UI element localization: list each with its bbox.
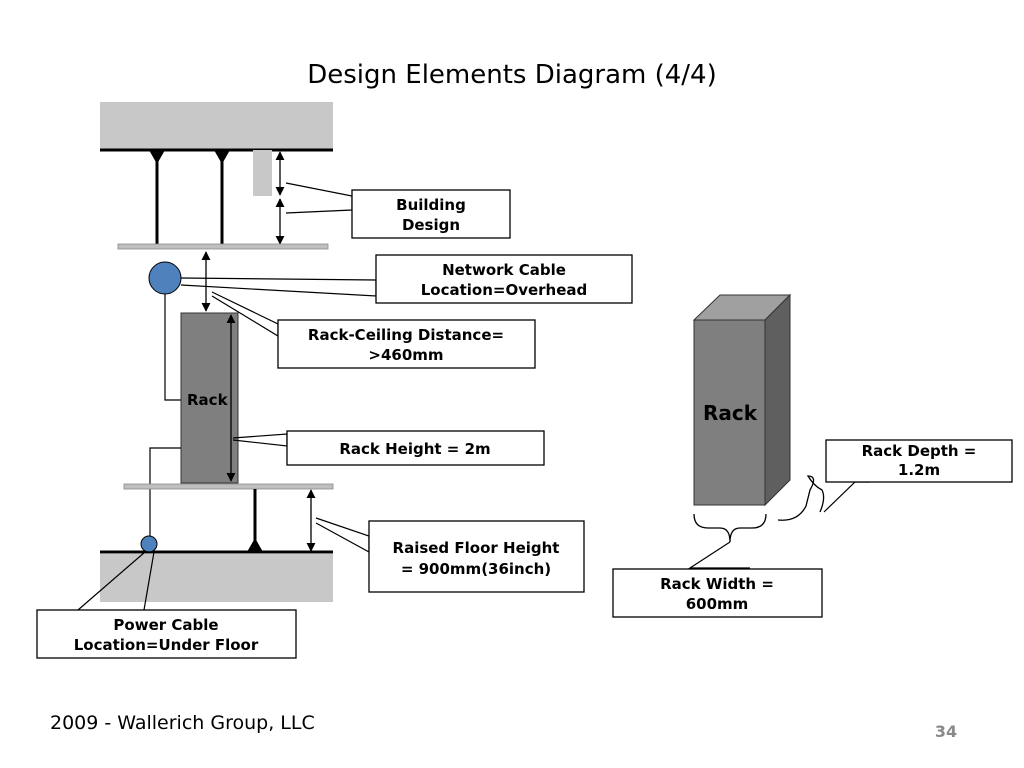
callout-building-design: Building Design [285,182,511,239]
ceiling-hangers [149,150,230,244]
rack-width-brace [693,513,767,543]
rack-3d-label: Rack [703,401,758,425]
svg-text:Building: Building [396,196,466,214]
svg-text:1.2m: 1.2m [898,461,940,479]
callout-rack-ceiling-distance: Rack-Ceiling Distance= >460mm [211,291,536,369]
callout-network-cable: Network Cable Location=Overhead [180,254,633,304]
floor-slab [100,554,333,602]
callout-power-cable: Power Cable Location=Under Floor [36,551,297,659]
ceiling-beam [253,150,272,196]
callout-rack-depth: Rack Depth = 1.2m [823,439,1013,513]
svg-text:Network Cable: Network Cable [442,261,566,279]
callout-rack-width: Rack Width = 600mm [612,541,823,618]
svg-text:Design: Design [402,216,460,234]
ceiling-slab [100,102,333,150]
callout-rack-height: Rack Height = 2m [232,430,545,466]
rack-3d: Rack [692,293,792,507]
svg-text:>460mm: >460mm [368,346,443,364]
network-cable-icon [148,261,182,295]
power-cable-line [149,447,181,540]
rack-depth-brace [777,475,825,521]
svg-text:Rack Depth =: Rack Depth = [862,442,977,460]
rack-3d-side [764,293,791,507]
svg-text:Power Cable: Power Cable [113,616,218,634]
power-cable-icon [140,535,158,553]
svg-text:Raised Floor Height: Raised Floor Height [393,539,560,557]
svg-text:600mm: 600mm [686,595,749,613]
svg-text:Rack Width =: Rack Width = [660,575,774,593]
svg-text:= 900mm(36inch): = 900mm(36inch) [401,560,551,578]
floor-pedestal [247,489,263,552]
network-cable-line [164,294,183,401]
raised-floor-panel [123,483,334,490]
page-number: 34 [934,722,958,741]
svg-text:Rack-Ceiling Distance=: Rack-Ceiling Distance= [308,326,504,344]
svg-text:Rack Height = 2m: Rack Height = 2m [339,440,490,458]
svg-text:Location=Under Floor: Location=Under Floor [74,636,259,654]
slide-title: Design Elements Diagram (4/4) [307,60,717,90]
callout-raised-floor-height: Raised Floor Height = 900mm(36inch) [315,517,585,593]
footer-copyright: 2009 - Wallerich Group, LLC [50,712,315,734]
svg-text:Location=Overhead: Location=Overhead [421,281,588,299]
suspended-ceiling [117,243,329,250]
rack-side-view-label: Rack [187,391,229,409]
rack-3d-front [693,319,766,506]
